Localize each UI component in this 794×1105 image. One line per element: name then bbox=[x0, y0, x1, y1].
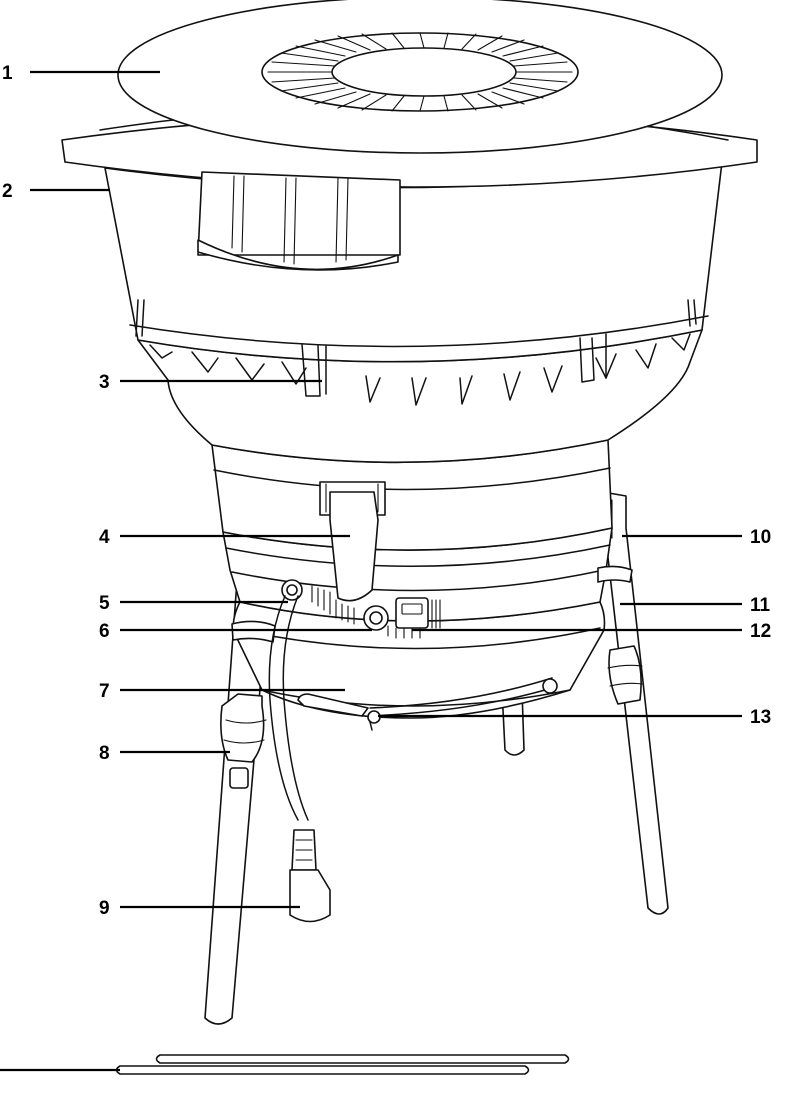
right-leg bbox=[602, 491, 669, 915]
right-leg-sleeves bbox=[597, 565, 643, 705]
callout-4: 4 bbox=[99, 527, 110, 548]
bowl-clamp bbox=[197, 171, 401, 271]
callout-3: 3 bbox=[99, 372, 110, 393]
chamber-clamp bbox=[319, 481, 386, 602]
leader-lines bbox=[30, 70, 742, 909]
callout-6: 6 bbox=[99, 621, 110, 642]
callout-5: 5 bbox=[99, 593, 110, 614]
callout-1: 1 bbox=[2, 63, 13, 84]
lid bbox=[117, 0, 723, 154]
lid-vents bbox=[267, 32, 573, 112]
callout-7: 7 bbox=[99, 681, 110, 702]
callout-9: 9 bbox=[99, 898, 110, 919]
callout-11: 11 bbox=[750, 595, 771, 616]
callout-numbers: 1 2 3 4 5 6 7 8 9 10 11 12 13 bbox=[2, 63, 771, 919]
callout-10: 10 bbox=[750, 527, 771, 548]
callout-12: 12 bbox=[750, 621, 771, 642]
callout-13: 13 bbox=[750, 707, 771, 728]
callout-2: 2 bbox=[2, 181, 13, 202]
control-panel bbox=[281, 579, 441, 639]
power-switch bbox=[395, 597, 429, 629]
base-handle bbox=[297, 677, 558, 731]
wrench-accessory bbox=[0, 1054, 570, 1075]
power-cord bbox=[268, 595, 331, 923]
vent-grille bbox=[311, 585, 421, 639]
left-leg-sleeves bbox=[220, 620, 276, 789]
callout-8: 8 bbox=[99, 743, 110, 764]
grinding-chamber bbox=[211, 439, 613, 551]
cutting-teeth bbox=[135, 299, 697, 406]
plug bbox=[289, 869, 331, 923]
